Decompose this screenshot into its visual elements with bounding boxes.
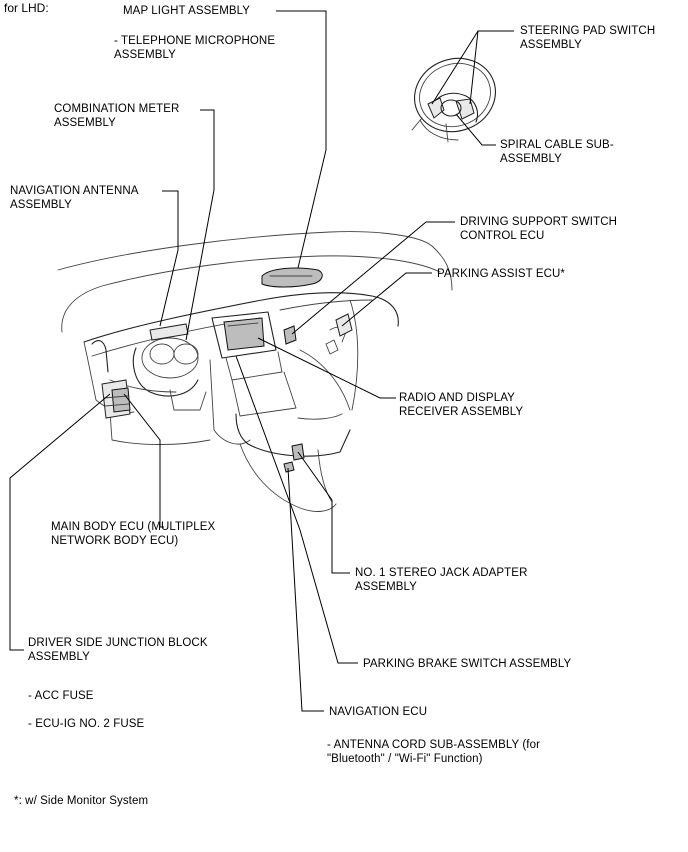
label-parking-assist-ecu: PARKING ASSIST ECU* [437,268,566,280]
label-driving-support-switch-control-ecu: DRIVING SUPPORT SWITCH CONTROL ECU [460,216,618,242]
label-driver-side-junction-block-assembly: DRIVER SIDE JUNCTION BLOCK ASSEMBLY [28,637,208,663]
label-spiral-cable-sub-assembly: SPIRAL CABLE SUB- ASSEMBLY [500,139,614,165]
label-telephone-microphone-assembly: - TELEPHONE MICROPHONE ASSEMBLY [114,35,276,61]
label-parking-brake-switch-assembly: PARKING BRAKE SWITCH ASSEMBLY [363,658,572,670]
label-combination-meter-assembly: COMBINATION METER ASSEMBLY [54,103,180,129]
label-radio-and-display-receiver-assembly: RADIO AND DISPLAY RECEIVER ASSEMBLY [399,392,524,418]
label-map-light-assembly: MAP LIGHT ASSEMBLY [123,5,251,17]
page-header: for LHD: [4,1,49,15]
label-steering-pad-switch-assembly: STEERING PAD SWITCH ASSEMBLY [520,25,656,51]
label-stereo-jack-adapter-assembly: NO. 1 STEREO JACK ADAPTER ASSEMBLY [355,567,528,593]
label-navigation-ecu: NAVIGATION ECU [329,706,428,718]
label-acc-fuse: - ACC FUSE [28,690,94,702]
label-ecu-ig-no2-fuse: - ECU-IG NO. 2 FUSE [28,718,145,730]
vehicle-interior [57,231,453,512]
steering-wheel-inset [411,57,496,143]
footnote: *: w/ Side Monitor System [14,795,149,807]
label-navigation-antenna-assembly: NAVIGATION ANTENNA ASSEMBLY [10,185,139,211]
leader-lines [9,10,514,712]
label-main-body-ecu: MAIN BODY ECU (MULTIPLEX NETWORK BODY EC… [51,521,216,547]
label-antenna-cord-sub-assembly: - ANTENNA CORD SUB-ASSEMBLY (for "Blueto… [327,739,541,765]
